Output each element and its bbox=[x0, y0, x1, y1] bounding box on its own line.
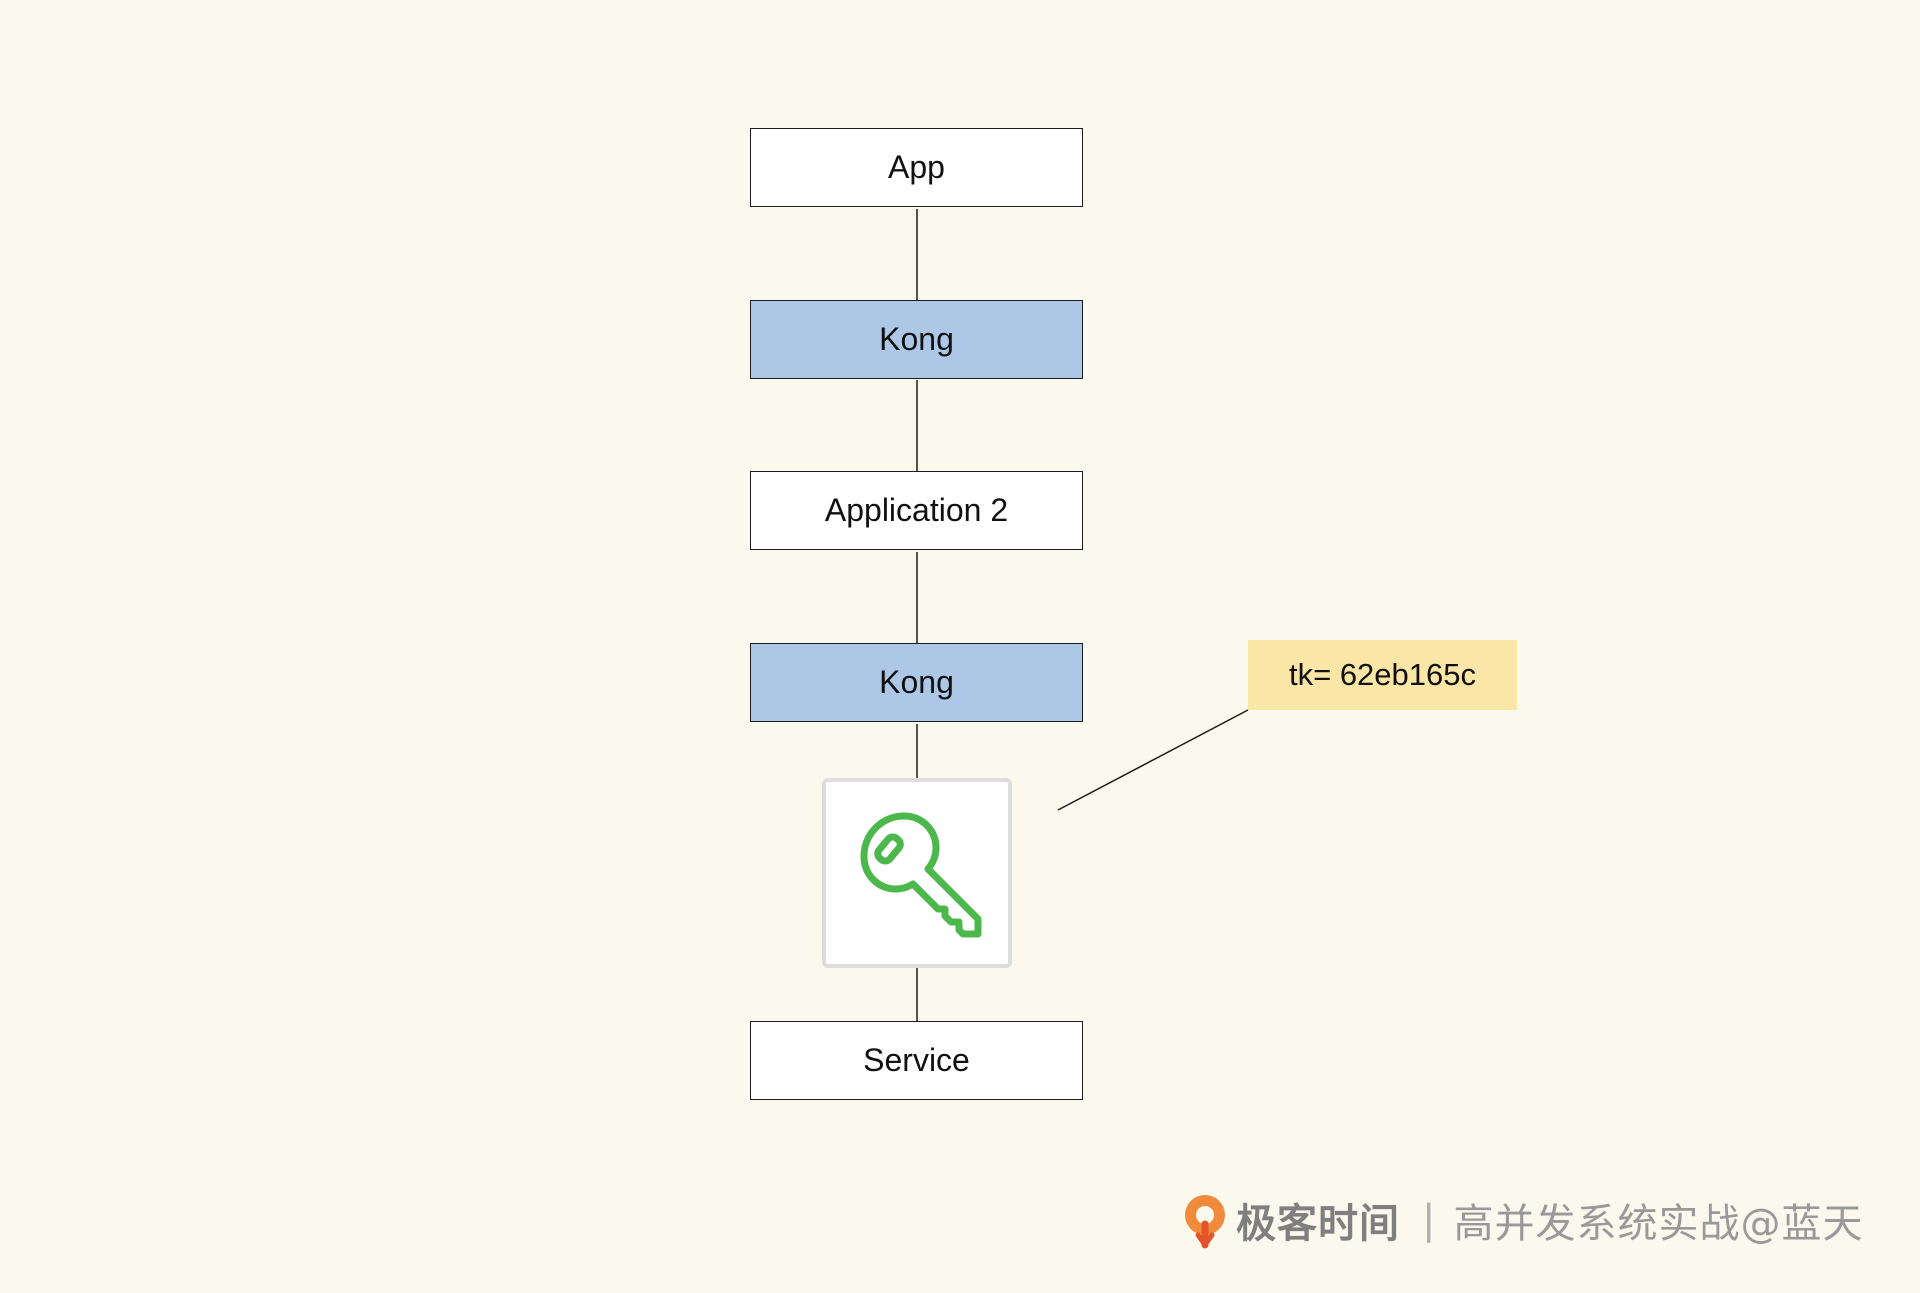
footer-course: 高并发系统实战@蓝天 bbox=[1453, 1201, 1864, 1247]
node-app: App bbox=[750, 128, 1083, 207]
key-icon-box bbox=[822, 778, 1012, 968]
node-kong-2: Kong bbox=[750, 643, 1083, 722]
node-service-label: Service bbox=[863, 1042, 970, 1078]
footer-brand: 极客时间 bbox=[1236, 1201, 1400, 1247]
footer-watermark: 极客时间 | 高并发系统实战@蓝天 bbox=[1180, 1190, 1863, 1250]
node-kong-2-label: Kong bbox=[879, 664, 954, 700]
key-icon bbox=[860, 812, 982, 938]
token-note-pointer bbox=[1057, 709, 1249, 811]
node-kong-1-label: Kong bbox=[879, 321, 954, 357]
node-application-2-label: Application 2 bbox=[824, 492, 1009, 528]
token-note: tk= 62eb165c bbox=[1248, 640, 1517, 710]
node-service: Service bbox=[750, 1021, 1083, 1100]
geektime-logo-icon bbox=[1185, 1195, 1225, 1249]
footer-separator: | bbox=[1422, 1197, 1436, 1243]
node-kong-1: Kong bbox=[750, 300, 1083, 379]
token-note-text: tk= 62eb165c bbox=[1288, 657, 1476, 692]
node-application-2: Application 2 bbox=[750, 471, 1083, 550]
node-app-label: App bbox=[888, 149, 945, 185]
